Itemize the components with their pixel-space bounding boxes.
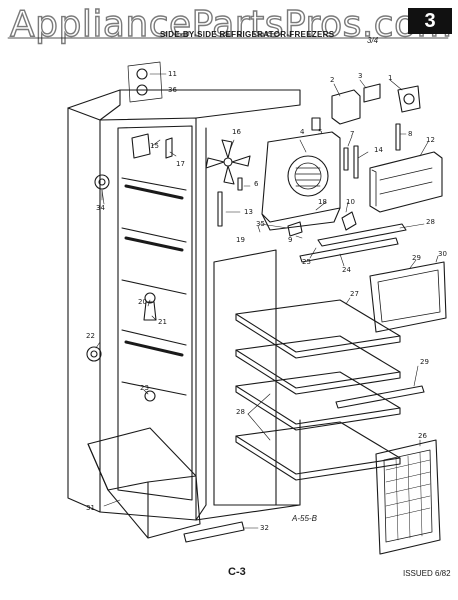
diagram-code: A-55-B — [292, 514, 317, 523]
callout-5: 5 — [318, 128, 323, 136]
ice-bin — [87, 427, 201, 539]
cabinet-shell — [67, 89, 301, 521]
callout-19: 19 — [236, 236, 245, 244]
callout-24: 24 — [342, 266, 351, 274]
control-housing — [261, 131, 341, 231]
callout-29-lower: 29 — [420, 358, 429, 366]
callout-17: 17 — [176, 160, 185, 168]
callout-25: 25 — [302, 258, 311, 266]
callout-21: 21 — [158, 318, 167, 326]
crisper-frame — [369, 261, 447, 333]
revision-note: 3/4 — [367, 36, 379, 45]
callout-12: 12 — [426, 136, 435, 144]
page-title: SIDE-BY-SIDE REFRIGERATOR-FREEZERS — [160, 30, 335, 39]
control-panel — [369, 151, 443, 213]
leader-lines — [95, 73, 439, 529]
fresh-food-liner — [213, 249, 301, 506]
page-number-badge: 3 — [408, 8, 452, 34]
callout-11: 11 — [168, 70, 177, 78]
callout-22: 22 — [86, 332, 95, 340]
callout-8: 8 — [408, 130, 413, 138]
issued-date: ISSUED 6/82 — [403, 569, 451, 578]
callout-31: 30 — [438, 250, 447, 258]
callout-4: 4 — [300, 128, 305, 136]
door-grille — [375, 439, 441, 555]
callout-7: 7 — [350, 130, 355, 138]
callout-29-top: 28 — [426, 218, 435, 226]
freezer-liner — [117, 125, 193, 501]
page-code: C-3 — [228, 566, 246, 578]
callout-26: 26 — [418, 432, 427, 440]
watermark-logo: AppliancePartsPros.com — [9, 3, 453, 45]
callout-35: 35 — [256, 220, 265, 228]
callout-30: 29 — [412, 254, 421, 262]
callout-14: 14 — [374, 146, 383, 154]
callout-20: 20 — [138, 298, 147, 306]
callout-2: 2 — [330, 76, 335, 84]
callout-18: 18 — [318, 198, 327, 206]
top-left-parts — [127, 61, 163, 103]
callout-3: 3 — [358, 72, 363, 80]
callout-28: 28 — [236, 408, 245, 416]
callout-6: 6 — [254, 180, 259, 188]
callout-33: 32 — [260, 524, 269, 532]
rods-and-pins — [217, 117, 359, 237]
callout-34: 34 — [96, 204, 105, 212]
callout-10: 10 — [346, 198, 355, 206]
fan-blade — [205, 139, 251, 185]
callout-15: 15 — [150, 142, 159, 150]
callout-23: 23 — [140, 384, 149, 392]
callout-36: 36 — [168, 86, 177, 94]
bottom-strip — [183, 521, 245, 543]
callout-27: 27 — [350, 290, 359, 298]
fresh-food-shelves — [235, 299, 401, 481]
callout-16: 16 — [232, 128, 241, 136]
callout-13: 13 — [244, 208, 253, 216]
callout-9: 9 — [288, 236, 293, 244]
top-brackets — [331, 83, 421, 151]
lower-shelf-strip — [335, 385, 425, 409]
callout-1: 1 — [388, 74, 393, 82]
callout-32: 31 — [86, 504, 95, 512]
crisper-strips — [299, 223, 407, 263]
